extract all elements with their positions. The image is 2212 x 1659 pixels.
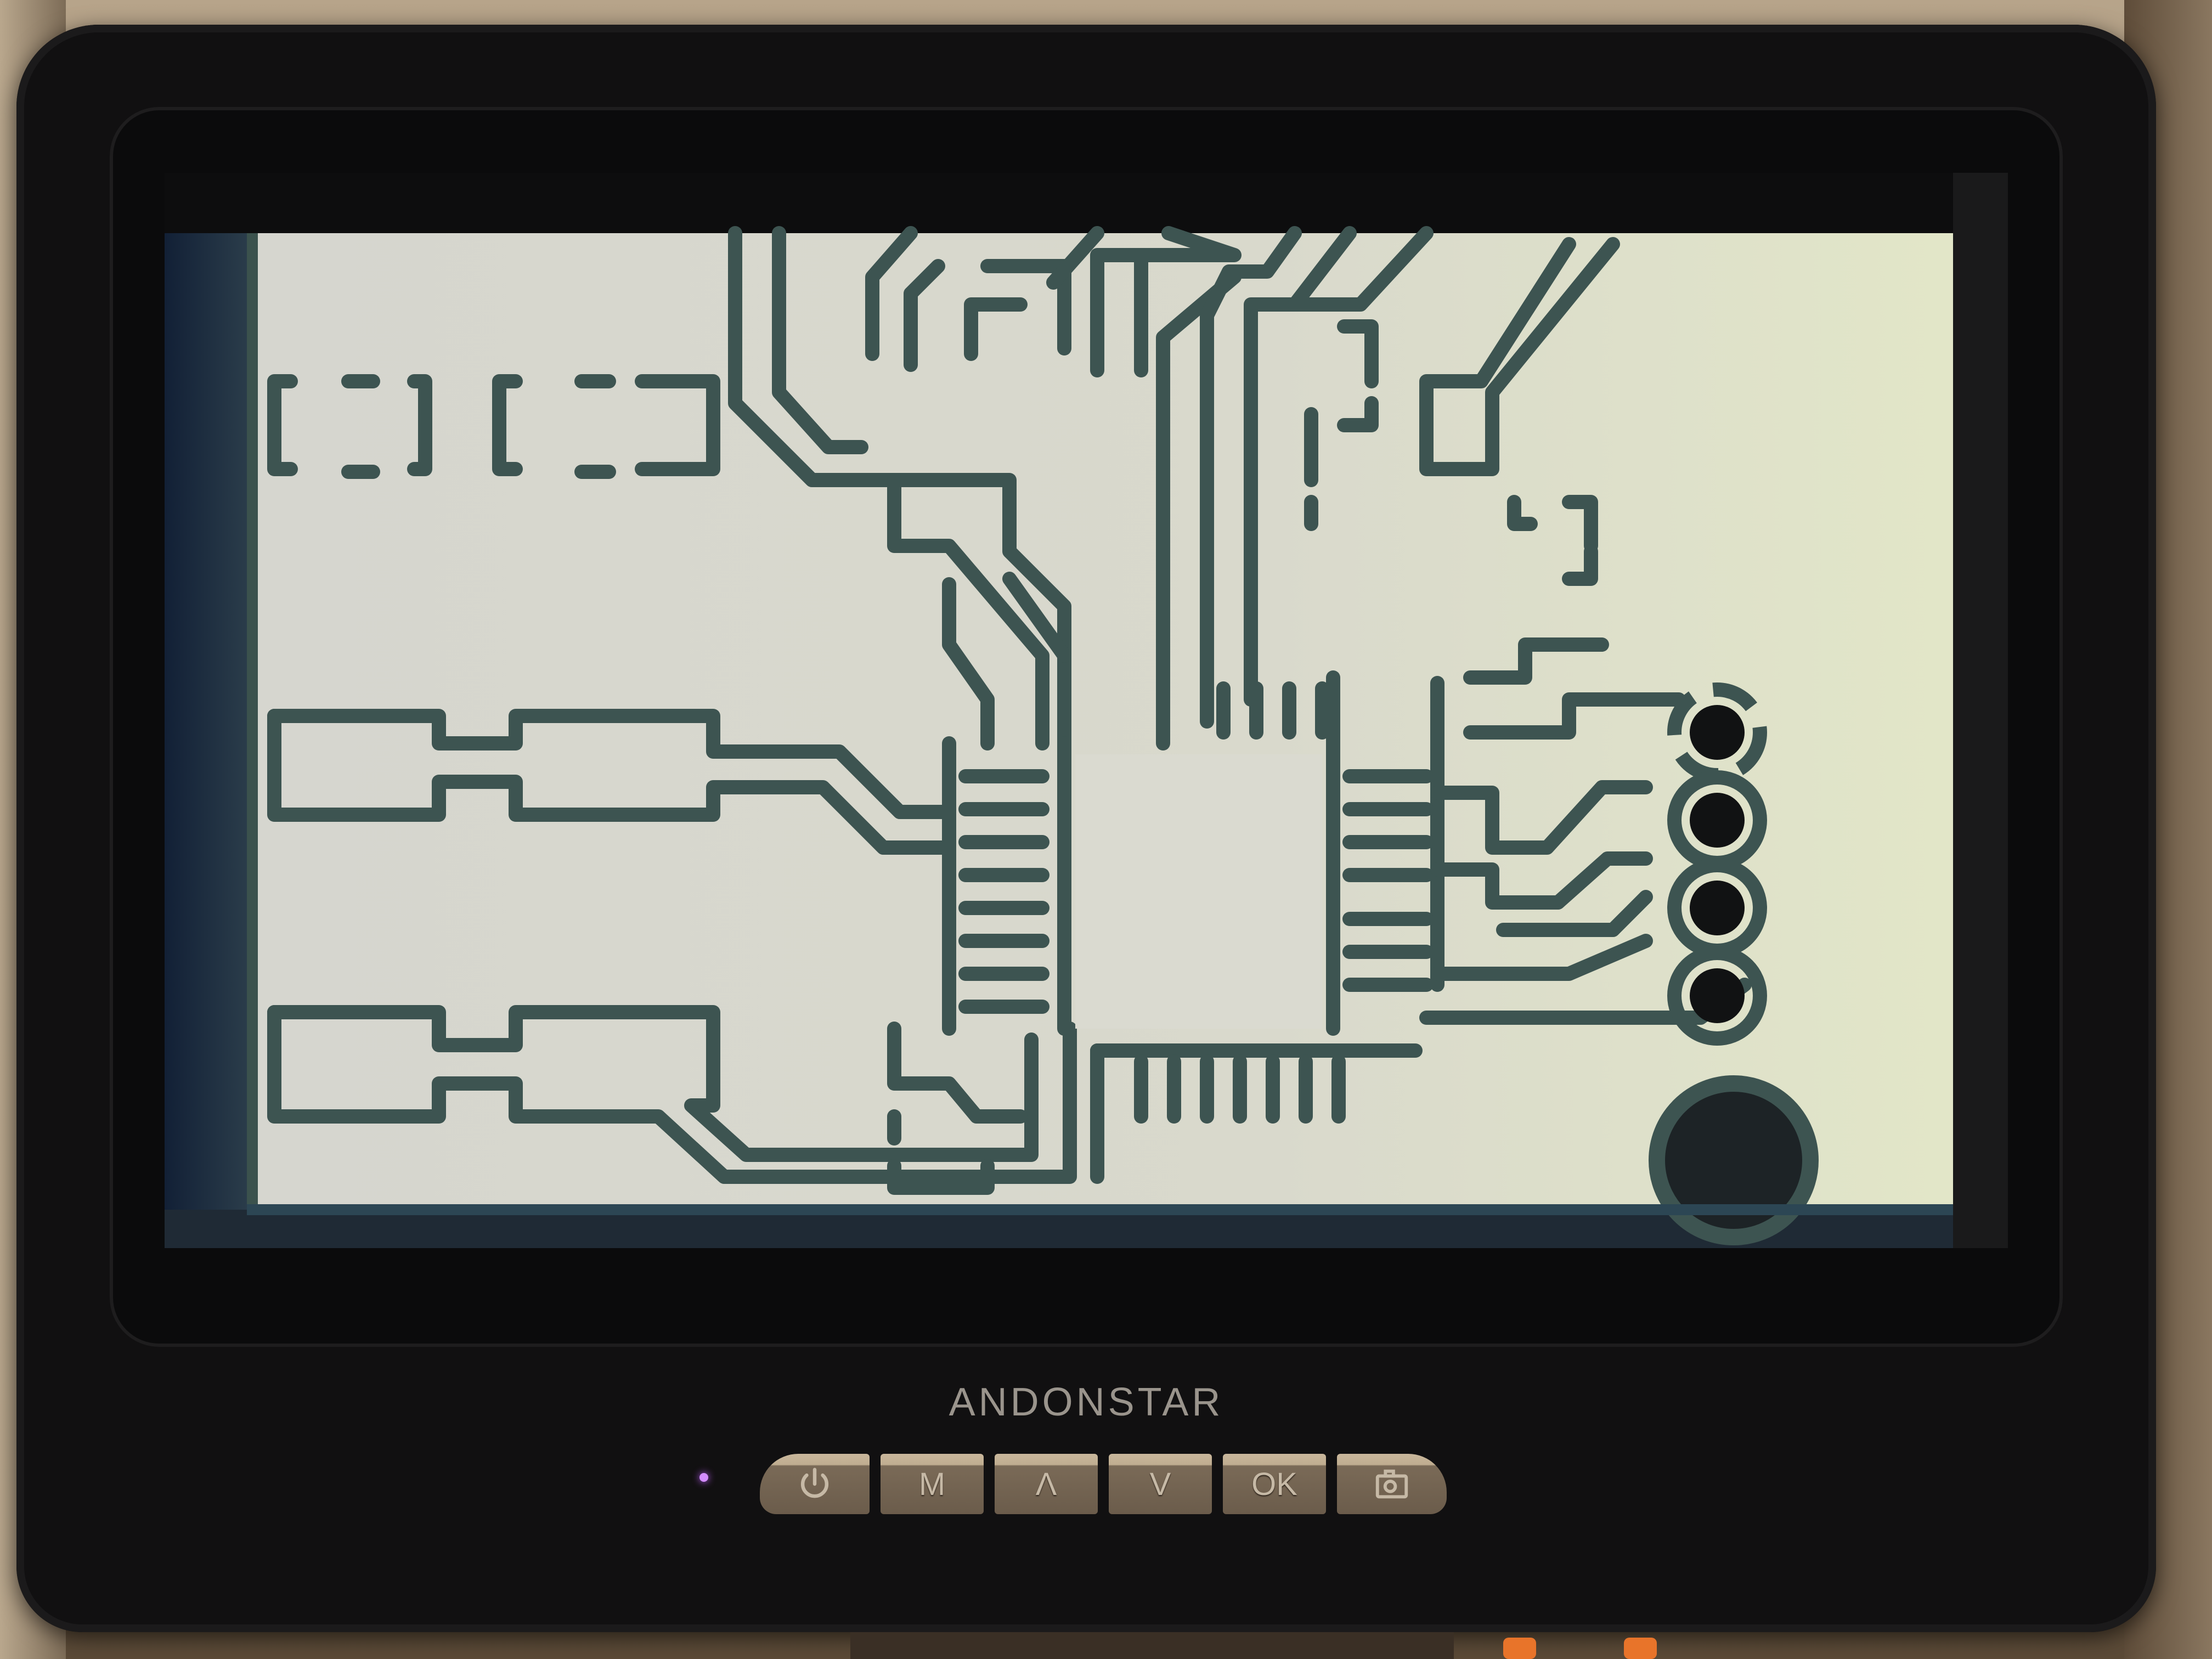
power-icon (800, 1468, 829, 1498)
capture-button[interactable] (1337, 1454, 1447, 1514)
microscope-display (165, 173, 2008, 1248)
down-button[interactable]: V (1109, 1454, 1212, 1514)
hardware-button-bar: M Λ V OK (760, 1454, 1447, 1522)
power-button[interactable] (760, 1454, 870, 1514)
menu-button[interactable]: M (881, 1454, 984, 1514)
pcb-image (165, 173, 2008, 1248)
chip-ground-pad (1075, 754, 1322, 1029)
power-led (699, 1473, 708, 1482)
screen-bezel (110, 107, 2063, 1347)
ok-button[interactable]: OK (1223, 1454, 1326, 1514)
camera-icon (1375, 1469, 1408, 1499)
stand-knob-left (1503, 1638, 1536, 1659)
microscope-stand (850, 1632, 1454, 1659)
header-holes (1667, 682, 1767, 1046)
stand-knob-right (1624, 1638, 1657, 1659)
up-button[interactable]: Λ (995, 1454, 1098, 1514)
microscope-monitor: ANDONSTAR M Λ V OK (16, 25, 2156, 1632)
brand-label: ANDONSTAR (949, 1380, 1224, 1424)
